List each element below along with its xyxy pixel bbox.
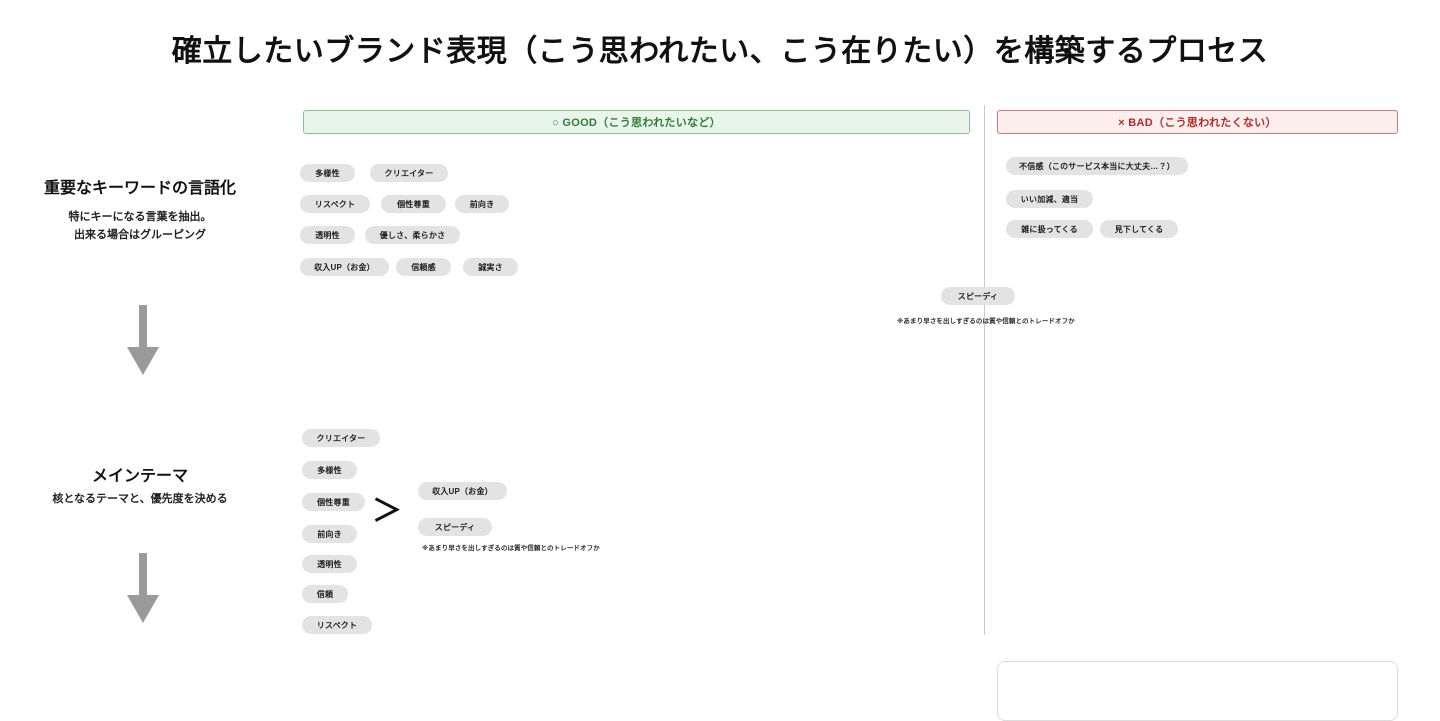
tag-good-keyword-6[interactable]: 優しさ、柔らかさ	[365, 226, 460, 244]
section-title-main-theme: メインテーマ	[91, 468, 188, 485]
tag-bad-keyword-3[interactable]: 見下してくる	[1100, 220, 1178, 238]
tag-main-theme-primary-3[interactable]: 前向き	[302, 525, 357, 543]
tag-bad-keyword-1[interactable]: いい加減、適当	[1006, 190, 1093, 208]
tag-good-keyword-8[interactable]: 信頼感	[396, 258, 451, 276]
tag-speedy-callout[interactable]: スピーディ	[941, 287, 1015, 305]
tag-main-theme-primary-1[interactable]: 多様性	[302, 461, 357, 479]
tag-main-theme-primary-6[interactable]: リスペクト	[302, 616, 372, 634]
tag-good-keyword-3[interactable]: 個性尊重	[381, 195, 446, 213]
tag-bad-keyword-2[interactable]: 雑に扱ってくる	[1006, 220, 1093, 238]
section-title-keywords: 重要なキーワードの言語化	[43, 180, 236, 197]
tag-main-theme-primary-5[interactable]: 信頼	[302, 585, 348, 603]
speedy-tradeoff-note: ※あまり早さを出しすぎるのは質や信頼とのトレードオフか	[897, 318, 1075, 325]
tag-good-keyword-7[interactable]: 収入UP（お金）	[300, 258, 389, 276]
tag-good-keyword-5[interactable]: 透明性	[300, 226, 355, 244]
main-theme-tradeoff-note: ※あまり早さを出しすぎるのは質や信頼とのトレードオフか	[422, 545, 600, 552]
tag-good-keyword-0[interactable]: 多様性	[300, 164, 355, 182]
tag-good-keyword-2[interactable]: リスペクト	[300, 195, 370, 213]
flow-arrow-1-icon	[123, 305, 163, 375]
tag-main-theme-primary-0[interactable]: クリエイター	[302, 429, 380, 447]
tag-main-theme-secondary-0[interactable]: 収入UP（お金）	[418, 482, 507, 500]
page-title: 確立したいブランド表現（こう思われたい、こう在りたい）を構築するプロセス	[171, 35, 1269, 68]
section-subtitle-keywords-line1: 特にキーになる言葉を抽出。	[68, 211, 212, 223]
tag-bad-keyword-0[interactable]: 不信感（このサービス本当に大丈夫…？）	[1006, 157, 1188, 175]
tag-good-keyword-1[interactable]: クリエイター	[370, 164, 448, 182]
tag-main-theme-secondary-1[interactable]: スピーディ	[418, 518, 492, 536]
tag-main-theme-primary-2[interactable]: 個性尊重	[302, 493, 365, 511]
greater-than-icon: ＞	[372, 495, 402, 528]
section-subtitle-main-theme: 核となるテーマと、優先度を決める	[52, 493, 228, 505]
good-column-banner: ○ GOOD（こう思われたいなど）	[303, 110, 970, 134]
column-divider	[984, 105, 985, 635]
section-subtitle-keywords-line2: 出来る場合はグルーピング	[74, 229, 206, 241]
flow-arrow-2-icon	[123, 553, 163, 623]
tag-main-theme-primary-4[interactable]: 透明性	[302, 555, 357, 573]
bad-column-banner: × BAD（こう思われたくない）	[997, 110, 1398, 134]
tag-good-keyword-9[interactable]: 誠実さ	[463, 258, 518, 276]
bottom-partial-card	[997, 661, 1398, 721]
tag-good-keyword-4[interactable]: 前向き	[455, 195, 509, 213]
